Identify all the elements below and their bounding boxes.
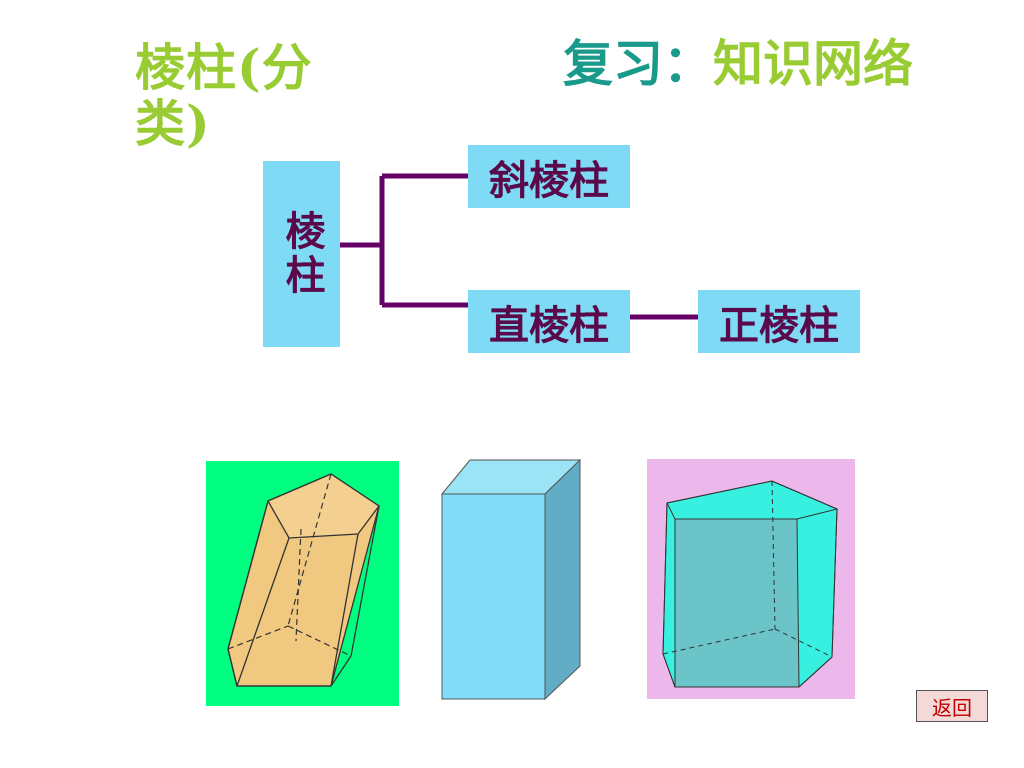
regular-prism-figure [647, 459, 855, 699]
cuboid-figure [440, 458, 582, 701]
node-right-prism: 直棱柱 [468, 290, 630, 353]
node-oblique-prism: 斜棱柱 [468, 145, 630, 208]
node-regular-prism: 正棱柱 [698, 290, 860, 353]
back-button[interactable]: 返回 [916, 690, 988, 722]
oblique-prism-figure [206, 461, 399, 706]
node-prism: 棱柱 [263, 161, 340, 347]
page-title: 棱柱(分类) [135, 38, 313, 153]
heading-review: 复习： [563, 34, 713, 93]
section-heading: 复习：知识网络 [563, 34, 913, 94]
heading-network: 知识网络 [713, 34, 913, 93]
